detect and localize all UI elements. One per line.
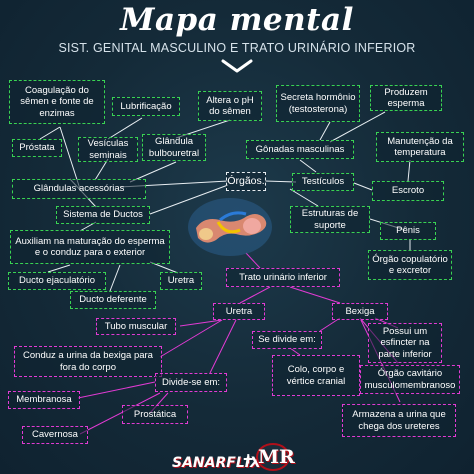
orgaos-node: Órgãos. (226, 172, 266, 191)
bexiga-node: Bexiga (332, 303, 388, 320)
chevron-down-icon (221, 59, 253, 73)
testiculos-node: Testículos (292, 173, 354, 191)
vesiculas-node: Vesículas seminais (78, 137, 138, 162)
ductos-function-node: Auxiliam na maturação do esperma e o con… (10, 230, 170, 264)
bulbouretral-node: Glândula bulbouretral (142, 134, 206, 161)
ducto-ejaculatorio-node: Ducto ejaculatório (8, 272, 106, 290)
divide-em-node: Divide-se em: (155, 373, 227, 392)
tubo-muscular-node: Tubo muscular (96, 318, 176, 335)
mr-logo: MR (256, 442, 295, 472)
escroto-function-node: Manutenção da temperatura (376, 132, 464, 162)
mr-logo-text: MR (258, 446, 295, 468)
penis-node: Pênis (380, 222, 436, 240)
prostatica-node: Prostática (122, 405, 188, 424)
cavitario-node: Órgão cavitário musculomembranoso (360, 365, 460, 394)
gonadas-hormonio-node: Secreta hormônio (testosterona) (276, 85, 360, 122)
glandulas-acessorias-node: Glândulas acessórias (12, 179, 146, 199)
vesiculas-function-node: Lubrificação (112, 97, 180, 116)
mr-logo-badge-icon (256, 443, 290, 471)
plus-sign: + (243, 449, 254, 469)
armazena-node: Armazena a urina que chega dos ureteres (342, 404, 456, 437)
penis-function-node: Órgão copulatório e excretor (368, 250, 452, 280)
prostata-node: Próstata (12, 139, 62, 157)
escroto-node: Escroto (372, 181, 444, 201)
cavernosa-node: Cavernosa (22, 426, 88, 444)
prostata-function-node: Coagulação do sêmen e fonte de enzimas (9, 80, 105, 124)
se-divide-em-node: Se divide em: (252, 331, 322, 349)
sanarflix-logo: SANARFLIX (172, 455, 261, 471)
colo-corpo-node: Colo, corpo e vértice cranial (272, 355, 360, 396)
uretra-function-node: Conduz a urina da bexiga para fora do co… (14, 346, 162, 377)
sistema-ductos-node: Sistema de Ductos (56, 206, 150, 224)
male-reproductive-organ-illustration (188, 198, 272, 256)
trato-urinario-node: Trato urinário inferior (226, 268, 340, 287)
gonadas-node: Gônadas masculinas (246, 140, 354, 159)
esfincter-node: Possui um esfincter na parte inferior (368, 323, 442, 363)
bulbouretral-function-node: Altera o pH do sêmen (198, 91, 262, 121)
ducto-deferente-node: Ducto deferente (70, 291, 156, 309)
map-title: Mapa mental (120, 2, 354, 38)
uretra-ducto-node: Uretra (160, 272, 202, 290)
estruturas-suporte-node: Estruturas de suporte (290, 206, 370, 233)
map-subtitle: SIST. GENITAL MASCULINO E TRATO URINÁRIO… (58, 41, 416, 55)
gonadas-esperma-node: Produzem esperma (370, 85, 442, 111)
uretra-node: Uretra (213, 303, 265, 320)
membranosa-node: Membranosa (8, 391, 80, 409)
